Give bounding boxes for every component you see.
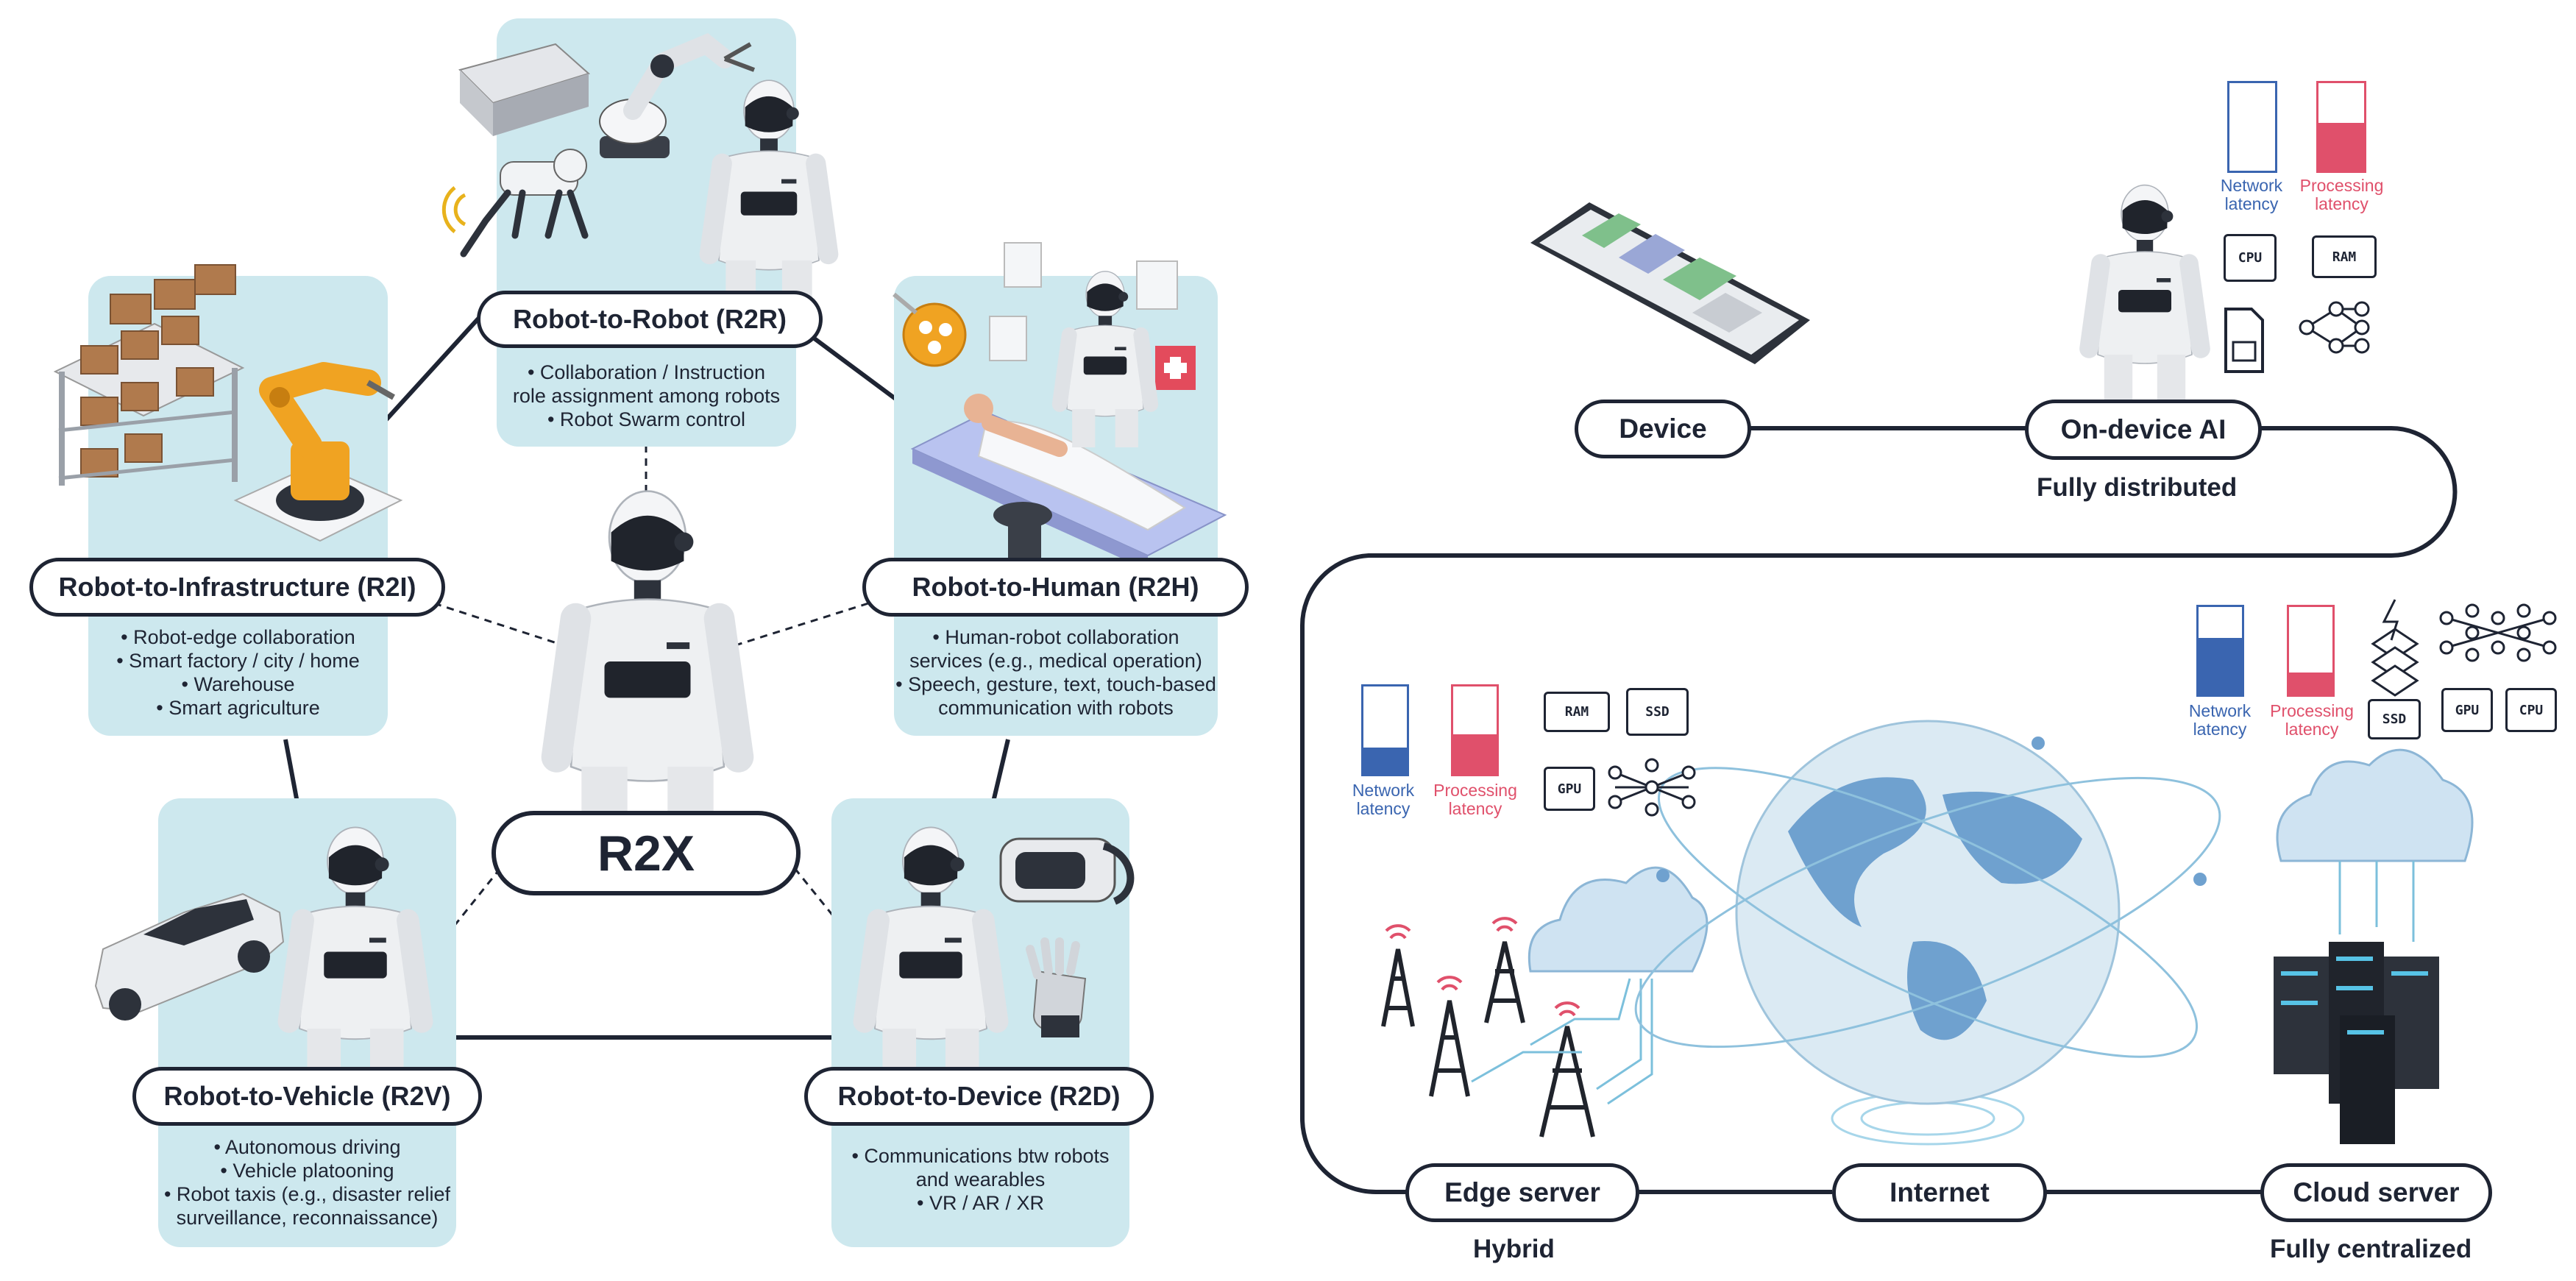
edge-cloud-icon xyxy=(1527,866,1709,973)
r2i-description: • Robot-edge collaboration • Smart facto… xyxy=(88,625,388,720)
ondevice-network-latency-label: Network latency xyxy=(2220,176,2283,213)
edge-processing-latency-label: Processing latency xyxy=(1433,781,1517,818)
ssd-chip-icon-edge: SSD xyxy=(1626,688,1689,736)
r2h-line-1: • Human-robot collaboration xyxy=(932,626,1179,648)
r2i-line-2: • Smart factory / city / home xyxy=(116,650,360,672)
ondevice-processing-latency-bar xyxy=(2316,81,2366,173)
r2v-line-2: • Vehicle platooning xyxy=(220,1160,394,1182)
server-rack-icon xyxy=(2274,861,2439,1144)
r2d-line-3: • VR / AR / XR xyxy=(917,1192,1044,1214)
cpu-chip-icon: CPU xyxy=(2224,234,2277,282)
edge-network-latency-label: Network latency xyxy=(1352,781,1415,818)
r2v-title: Robot-to-Vehicle (R2V) xyxy=(132,1067,482,1126)
ssd-chip-icon-cloud: SSD xyxy=(2368,699,2421,739)
r2h-description: • Human-robot collaboration services (e.… xyxy=(894,625,1218,720)
edge-network-latency-bar xyxy=(1361,684,1409,776)
ondevice-ai-node: On-device AI xyxy=(2025,400,2262,460)
robot-arm-icon xyxy=(599,33,756,158)
fully-centralized-label: Fully centralized xyxy=(2270,1235,2472,1263)
cloud-processing-latency-bar xyxy=(2287,605,2335,697)
surgical-lamp-icon xyxy=(893,292,967,367)
r2i-title: Robot-to-Infrastructure (R2I) xyxy=(29,558,445,617)
r2d-line-2: and wearables xyxy=(915,1168,1046,1190)
edge-server-node: Edge server xyxy=(1405,1163,1639,1222)
power-stack-icon xyxy=(2371,599,2419,697)
warehouse-shelf-icon xyxy=(53,264,245,486)
r2x-center-label: R2X xyxy=(492,811,801,895)
r2r-line-3: • Robot Swarm control xyxy=(547,408,746,430)
cloud-processing-latency-label: Processing latency xyxy=(2270,701,2354,739)
r2d-description: • Communications btw robots and wearable… xyxy=(831,1144,1129,1215)
r2h-line-4: communication with robots xyxy=(938,697,1174,719)
edge-processing-latency-bar xyxy=(1451,684,1499,776)
r2h-title: Robot-to-Human (R2H) xyxy=(862,558,1249,617)
r2i-line-4: • Smart agriculture xyxy=(156,697,320,719)
r2r-title: Robot-to-Robot (R2R) xyxy=(477,291,823,348)
fully-distributed-label: Fully distributed xyxy=(2037,473,2238,502)
cell-tower-icon xyxy=(1381,941,1595,1138)
r2r-line-1: • Collaboration / Instruction xyxy=(527,361,766,383)
r2i-line-1: • Robot-edge collaboration xyxy=(121,626,355,648)
r2h-line-3: • Speech, gesture, text, touch-based xyxy=(895,673,1216,695)
r2r-line-2: role assignment among robots xyxy=(512,385,781,407)
globe-icon xyxy=(1634,720,2221,1146)
smartphone-icon xyxy=(1530,202,1810,364)
signal-waves-icon xyxy=(1385,917,1580,1017)
neural-net-icon-cloud xyxy=(2439,603,2557,662)
server-box-icon xyxy=(458,43,590,136)
cloud-icon xyxy=(2276,748,2474,862)
sd-card-icon xyxy=(2224,308,2264,373)
r2v-line-1: • Autonomous driving xyxy=(213,1136,401,1158)
r2v-line-3: • Robot taxis (e.g., disaster relief xyxy=(163,1183,451,1205)
ram-chip-icon: RAM xyxy=(2312,235,2377,278)
r2d-title: Robot-to-Device (R2D) xyxy=(804,1067,1154,1126)
cloud-network-latency-label: Network latency xyxy=(2188,701,2252,739)
ondevice-processing-latency-label: Processing latency xyxy=(2299,176,2384,213)
smart-glove-icon xyxy=(1026,937,1087,1037)
industrial-arm-icon xyxy=(233,362,403,542)
ram-chip-icon-edge: RAM xyxy=(1544,692,1610,732)
device-node: Device xyxy=(1575,400,1751,458)
cloud-network-latency-bar xyxy=(2196,605,2244,697)
operating-table-icon xyxy=(910,394,1227,581)
robot-dog-icon xyxy=(441,149,589,258)
ondevice-network-latency-bar xyxy=(2227,81,2277,173)
vr-headset-icon xyxy=(999,837,1135,905)
internet-node: Internet xyxy=(1832,1163,2047,1222)
r2d-line-1: • Communications btw robots xyxy=(851,1145,1110,1167)
neural-net-icon-edge xyxy=(1608,758,1696,817)
r2v-line-4: surveillance, reconnaissance) xyxy=(176,1207,439,1229)
circuit-traces xyxy=(1471,978,1653,1105)
car-icon xyxy=(94,893,285,1021)
r2h-line-2: services (e.g., medical operation) xyxy=(909,650,1202,672)
medical-screens-icon xyxy=(989,242,1196,390)
gpu-chip-icon-edge: GPU xyxy=(1544,767,1595,811)
neural-net-icon xyxy=(2299,301,2370,354)
cpu-chip-icon-cloud: CPU xyxy=(2505,688,2557,732)
cloud-server-node: Cloud server xyxy=(2260,1163,2492,1222)
r2v-description: • Autonomous driving • Vehicle platoonin… xyxy=(158,1135,456,1229)
r2i-line-3: • Warehouse xyxy=(181,673,295,695)
gpu-chip-icon-cloud: GPU xyxy=(2441,688,2493,732)
r2r-description: • Collaboration / Instruction role assig… xyxy=(497,361,796,431)
hybrid-label: Hybrid xyxy=(1473,1235,1555,1263)
